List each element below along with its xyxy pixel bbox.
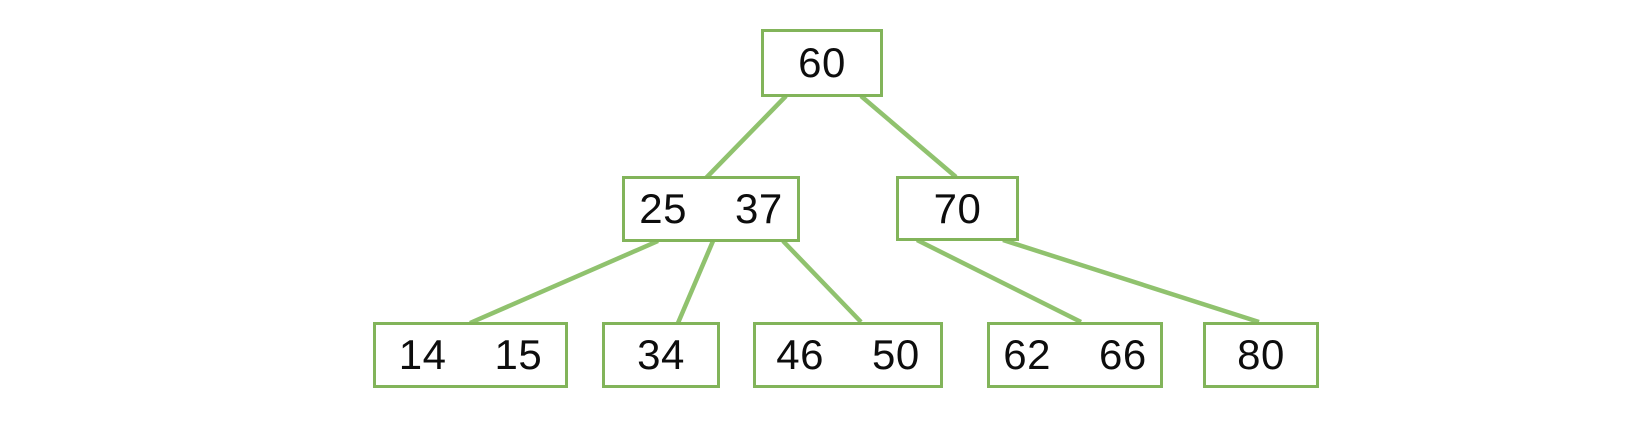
tree-edge-n60-n70 bbox=[859, 94, 958, 179]
node-key: 66 bbox=[1099, 331, 1147, 378]
tree-node-14-15: 14 15 bbox=[373, 322, 568, 388]
node-key: 70 bbox=[933, 184, 982, 232]
node-key: 62 bbox=[1003, 331, 1051, 378]
tree-node-60: 60 bbox=[761, 29, 883, 97]
node-key: 37 bbox=[735, 185, 783, 232]
tree-node-70: 70 bbox=[896, 176, 1019, 241]
node-key: 50 bbox=[872, 331, 920, 378]
node-key: 34 bbox=[637, 331, 685, 378]
node-key: 60 bbox=[798, 39, 846, 86]
tree-edge-n25-37-n34 bbox=[675, 240, 716, 324]
tree-node-46-50: 46 50 bbox=[753, 322, 943, 388]
node-key: 25 bbox=[639, 185, 687, 232]
tree-edge-n70-n80 bbox=[1002, 237, 1260, 325]
tree-edge-n70-n62-66 bbox=[915, 237, 1083, 325]
node-key: 15 bbox=[494, 331, 543, 378]
node-key: 46 bbox=[776, 331, 824, 378]
node-key: 80 bbox=[1237, 331, 1285, 378]
tree-edge-n60-n25-37 bbox=[704, 94, 788, 180]
tree-node-80: 80 bbox=[1203, 322, 1319, 388]
tree-node-34: 34 bbox=[602, 322, 720, 388]
tree-edge-n25-37-n14-15 bbox=[469, 238, 659, 326]
tree-node-25-37: 25 37 bbox=[622, 176, 800, 242]
tree-edge-n25-37-n46-50 bbox=[781, 239, 863, 324]
node-key: 14 bbox=[398, 331, 447, 378]
tree-node-62-66: 62 66 bbox=[987, 322, 1163, 388]
